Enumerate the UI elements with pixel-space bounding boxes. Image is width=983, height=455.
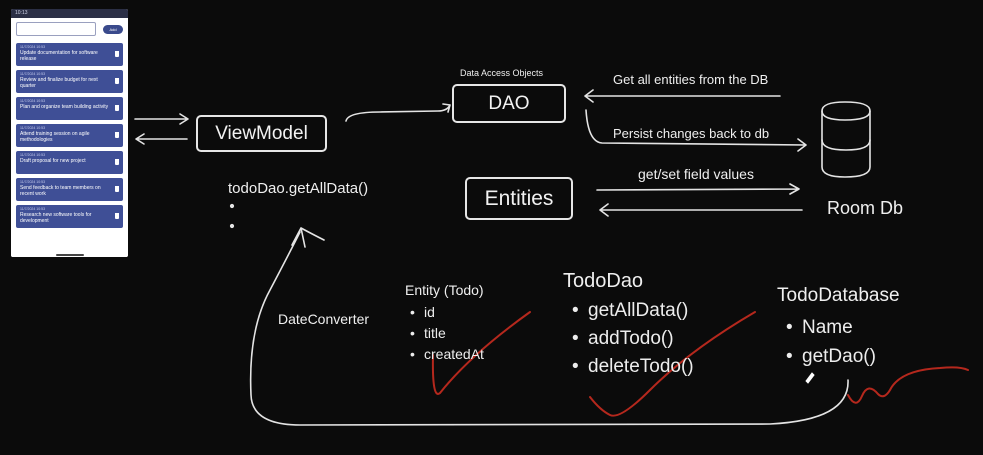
arrow-dao-to-db xyxy=(585,109,807,152)
tododao-method: deleteTodo() xyxy=(572,353,694,381)
arrow-entities-to-db xyxy=(596,183,800,195)
return-arrow xyxy=(249,227,849,426)
database-cylinder-icon xyxy=(821,101,871,178)
checkmark-tododao xyxy=(589,311,756,417)
todo-title: Send feedback to team members on recent … xyxy=(20,185,101,197)
todo-input[interactable] xyxy=(16,22,96,36)
todo-date: 11/7/2024 10:53 xyxy=(20,153,46,157)
delete-icon[interactable] xyxy=(115,186,119,192)
delete-icon[interactable] xyxy=(115,132,119,138)
todo-title: Update documentation for software releas… xyxy=(20,50,98,62)
persist-changes-label: Persist changes back to db xyxy=(613,126,770,141)
delete-icon[interactable] xyxy=(115,51,119,57)
todo-date: 11/7/2024 10:53 xyxy=(20,180,46,184)
status-time: 10:13 xyxy=(15,10,28,16)
entity-field: createdAt xyxy=(410,344,484,365)
tododatabase-member: Name xyxy=(786,313,876,342)
entity-field: id xyxy=(410,302,484,323)
date-converter-label: DateConverter xyxy=(278,311,370,327)
todo-date: 11/7/2024 10:53 xyxy=(20,207,46,211)
todo-date: 11/7/2024 10:53 xyxy=(20,99,46,103)
delete-icon[interactable] xyxy=(115,159,119,165)
add-button[interactable]: Add xyxy=(103,25,123,34)
status-bar: 10:13 xyxy=(11,9,128,18)
tododao-block-title: TodoDao xyxy=(563,270,644,292)
todo-title: Draft proposal for new project xyxy=(20,158,86,164)
get-set-fields-label: get/set field values xyxy=(638,166,754,182)
todo-title: Review and finalize budget for next quar… xyxy=(20,77,98,89)
tododao-method-list: getAllData() addTodo() deleteTodo() xyxy=(572,297,694,381)
entities-box: Entities xyxy=(465,177,573,220)
get-all-entities-label: Get all entities from the DB xyxy=(613,72,769,87)
tododao-method: getAllData() xyxy=(572,297,694,325)
arrow-viewmodel-to-dao xyxy=(345,103,451,122)
viewmodel-label: ViewModel xyxy=(215,122,308,144)
tododatabase-block-title: TodoDatabase xyxy=(777,285,900,306)
checkmark-entity xyxy=(431,311,531,395)
arrow-phone-to-viewmodel xyxy=(134,113,189,125)
todo-date: 11/7/2024 10:53 xyxy=(20,45,46,49)
dao-label: DAO xyxy=(488,92,530,114)
todo-title: Plan and organize team building activity xyxy=(20,104,109,110)
todo-title: Attend training session on agile methodo… xyxy=(20,131,90,143)
entity-field: title xyxy=(410,323,484,344)
squiggle-database xyxy=(847,366,969,404)
arrow-db-to-entities xyxy=(599,203,803,217)
dao-caption: Data Access Objects xyxy=(460,68,544,78)
dao-box: DAO xyxy=(452,84,566,123)
todo-input-row: Add xyxy=(16,22,123,38)
delete-icon[interactable] xyxy=(115,213,119,219)
tododatabase-member-list: Name getDao() xyxy=(786,313,876,371)
tododao-method: addTodo() xyxy=(572,325,694,353)
delete-icon[interactable] xyxy=(115,105,119,111)
delete-icon[interactable] xyxy=(115,78,119,84)
room-db-label: Room Db xyxy=(827,198,904,218)
call-label: todoDao.getAllData() xyxy=(228,180,369,197)
home-indicator xyxy=(56,254,84,256)
todo-date: 11/7/2024 10:53 xyxy=(20,126,46,130)
todo-title: Research new software tools for developm… xyxy=(20,212,92,224)
arrow-viewmodel-to-phone xyxy=(135,133,188,145)
entities-label: Entities xyxy=(484,186,554,210)
nav-bar xyxy=(11,253,128,257)
entity-field-list: id title createdAt xyxy=(410,302,484,365)
viewmodel-box: ViewModel xyxy=(196,115,327,152)
entity-block-title: Entity (Todo) xyxy=(405,282,484,298)
pencil-cursor-icon xyxy=(805,372,815,384)
arrow-db-to-dao xyxy=(584,89,781,103)
todo-date: 11/7/2024 10:53 xyxy=(20,72,46,76)
tododatabase-member: getDao() xyxy=(786,342,876,371)
